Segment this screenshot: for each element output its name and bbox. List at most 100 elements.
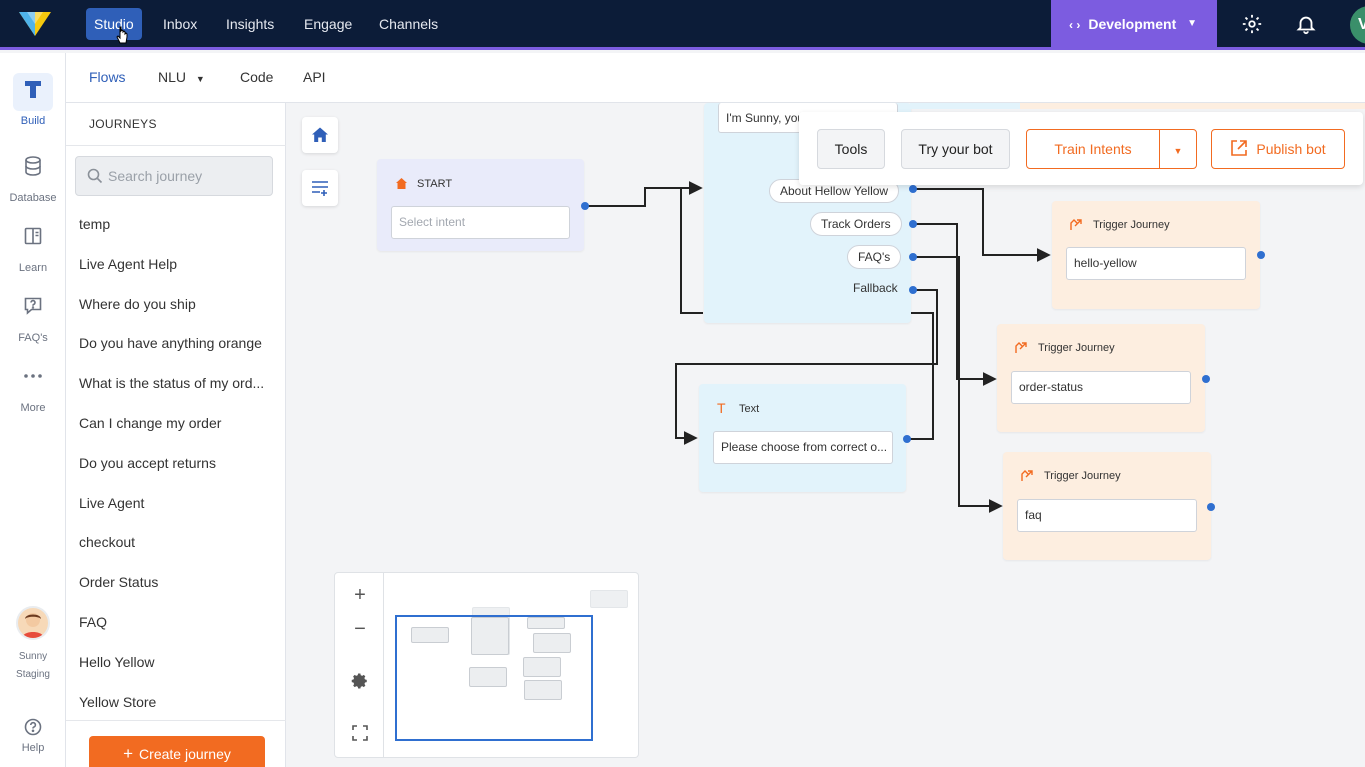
gear-icon [351,673,367,689]
connector-dot[interactable] [909,220,917,228]
trigger-journey-field[interactable]: faq [1017,499,1197,532]
trigger-journey-node[interactable]: Trigger Journey order-status [997,324,1205,432]
chevron-down-icon: ▼ [195,74,205,84]
journey-list-item[interactable]: Where do you ship [79,295,196,312]
more-icon [13,360,53,398]
add-node-button[interactable] [302,170,338,206]
minimap-node [524,680,562,700]
select-intent-field[interactable]: Select intent [391,206,570,239]
option-faqs[interactable]: FAQ's [847,245,902,269]
tab-flows[interactable]: Flows [89,69,126,85]
notification-bell-icon[interactable] [1295,13,1317,35]
publish-bot-button[interactable]: Publish bot [1211,129,1345,169]
journey-list-item[interactable]: Order Status [79,574,159,591]
tab-code[interactable]: Code [240,69,274,85]
tools-button[interactable]: Tools [817,129,885,169]
book-icon [13,220,53,258]
zoom-controls: + − [334,572,384,758]
rail-item-learn[interactable]: Learn [0,220,66,274]
rail-label: FAQ's [18,332,48,344]
option-fallback[interactable]: Fallback [853,281,898,295]
connector-dot[interactable] [1202,375,1210,383]
nav-channels[interactable]: Channels [379,16,439,32]
home-button[interactable] [302,117,338,153]
bot-environment: Staging [16,669,50,680]
zoom-in-button[interactable]: + [335,578,385,612]
nav-insights[interactable]: Insights [226,16,275,32]
minimap-node [533,633,571,653]
rail-bot-profile[interactable]: Sunny Staging [0,606,66,684]
text-type-icon: T [717,400,726,416]
create-journey-label: Create journey [139,746,231,762]
rail-label: Build [20,115,46,127]
trigger-journey-field[interactable]: hello-yellow [1066,247,1246,280]
minimap-node [523,657,561,677]
flow-minimap[interactable] [384,572,639,758]
journey-list-item[interactable]: Yellow Store [79,693,157,710]
canvas-settings-button[interactable] [335,664,385,698]
rail-item-help[interactable]: Help [0,718,66,754]
list-add-icon [312,181,328,196]
text-node[interactable]: T Text Please choose from correct o... [699,384,906,492]
journey-list-item[interactable]: Live Agent [79,494,145,511]
journey-list-item[interactable]: Do you accept returns [79,454,216,471]
connector-dot[interactable] [1257,251,1265,259]
environment-label: Development [1088,16,1177,32]
settings-gear-icon[interactable] [1241,13,1263,35]
trigger-icon [1070,219,1082,230]
rail-item-more[interactable]: More [0,360,66,414]
text-node-title: Text [739,403,760,415]
journeys-title: JOURNEYS [89,117,157,131]
tab-nlu-label: NLU [158,69,187,85]
journey-list-item[interactable]: temp [79,216,111,232]
code-icon: ‹ › [1069,18,1081,32]
app-logo-icon[interactable] [18,10,52,38]
journey-list-item[interactable]: Hello Yellow [79,653,155,670]
top-navigation-bar: Studio Inbox Insights Engage Channels ‹ … [0,0,1365,50]
connector-dot[interactable] [581,202,589,210]
build-icon [13,73,53,111]
connector-dot[interactable] [909,253,917,261]
minimap-node [471,617,509,655]
nav-inbox[interactable]: Inbox [163,16,198,32]
start-node[interactable]: START Select intent [377,159,584,251]
connector-dot[interactable] [909,185,917,193]
nav-studio[interactable]: Studio [86,8,142,40]
user-avatar[interactable]: V [1350,6,1365,44]
trigger-node-title: Trigger Journey [1044,470,1121,482]
minimap-node [527,617,565,629]
create-journey-button[interactable]: +Create journey [89,736,265,767]
plus-icon: + [354,583,366,606]
journey-list-item[interactable]: What is the status of my ord... [79,375,265,392]
trigger-journey-field[interactable]: order-status [1011,371,1191,404]
rail-item-database[interactable]: Database [0,150,66,204]
option-track-orders[interactable]: Track Orders [810,212,902,236]
minimap-viewport[interactable] [395,615,593,741]
journey-list-item[interactable]: Can I change my order [79,414,222,431]
zoom-out-button[interactable]: − [335,612,385,646]
tab-api[interactable]: API [303,69,326,85]
trigger-journey-node[interactable]: Trigger Journey hello-yellow [1052,201,1260,309]
search-journey-box[interactable] [75,156,273,196]
search-journey-input[interactable] [108,157,268,195]
try-your-bot-button[interactable]: Try your bot [901,129,1010,169]
rail-item-build[interactable]: Build [0,73,66,127]
rail-label: Database [9,192,57,204]
tab-nlu[interactable]: NLU ▼ [158,69,205,85]
connector-dot[interactable] [903,435,911,443]
train-intents-button[interactable]: Train Intents [1026,129,1160,169]
train-options-dropdown[interactable]: ▼ [1159,129,1197,169]
nav-engage[interactable]: Engage [304,16,353,32]
text-message-field[interactable]: Please choose from correct o... [713,431,893,464]
rail-item-faqs[interactable]: FAQ's [0,290,66,344]
connector-dot[interactable] [1207,503,1215,511]
environment-selector[interactable]: ‹ ›Development ▼ [1051,0,1217,50]
connector-dot[interactable] [909,286,917,294]
background-node-edge [1020,103,1365,109]
journey-list-item[interactable]: Live Agent Help [79,255,178,272]
fullscreen-button[interactable] [335,716,385,750]
journey-list-item[interactable]: FAQ [79,613,108,630]
journey-list-item[interactable]: Do you have anything orange [79,335,262,352]
journey-list-item[interactable]: checkout [79,534,136,551]
trigger-journey-node[interactable]: Trigger Journey faq [1003,452,1211,560]
